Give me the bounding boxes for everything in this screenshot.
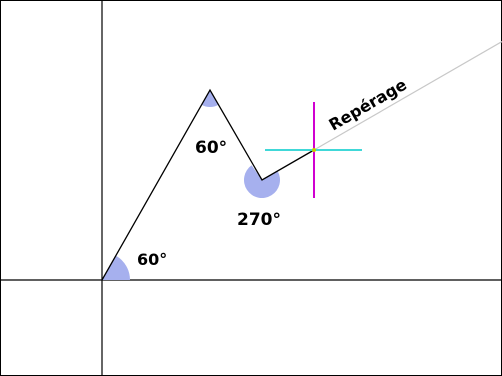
angle-sector-reflex	[244, 165, 281, 198]
angle-label-apex: 60°	[195, 138, 227, 158]
angle-sector-base	[102, 255, 130, 280]
crosshair-icon[interactable]	[265, 102, 362, 198]
turtle-path	[101, 88, 315, 281]
angle-sector-apex	[201, 90, 219, 107]
angle-label-base: 60°	[137, 250, 167, 269]
angle-label-reflex: 270°	[237, 210, 281, 230]
crosshair-center	[312, 148, 316, 152]
sighting-ray	[313, 40, 502, 151]
ray-label: Repérage	[326, 75, 411, 135]
